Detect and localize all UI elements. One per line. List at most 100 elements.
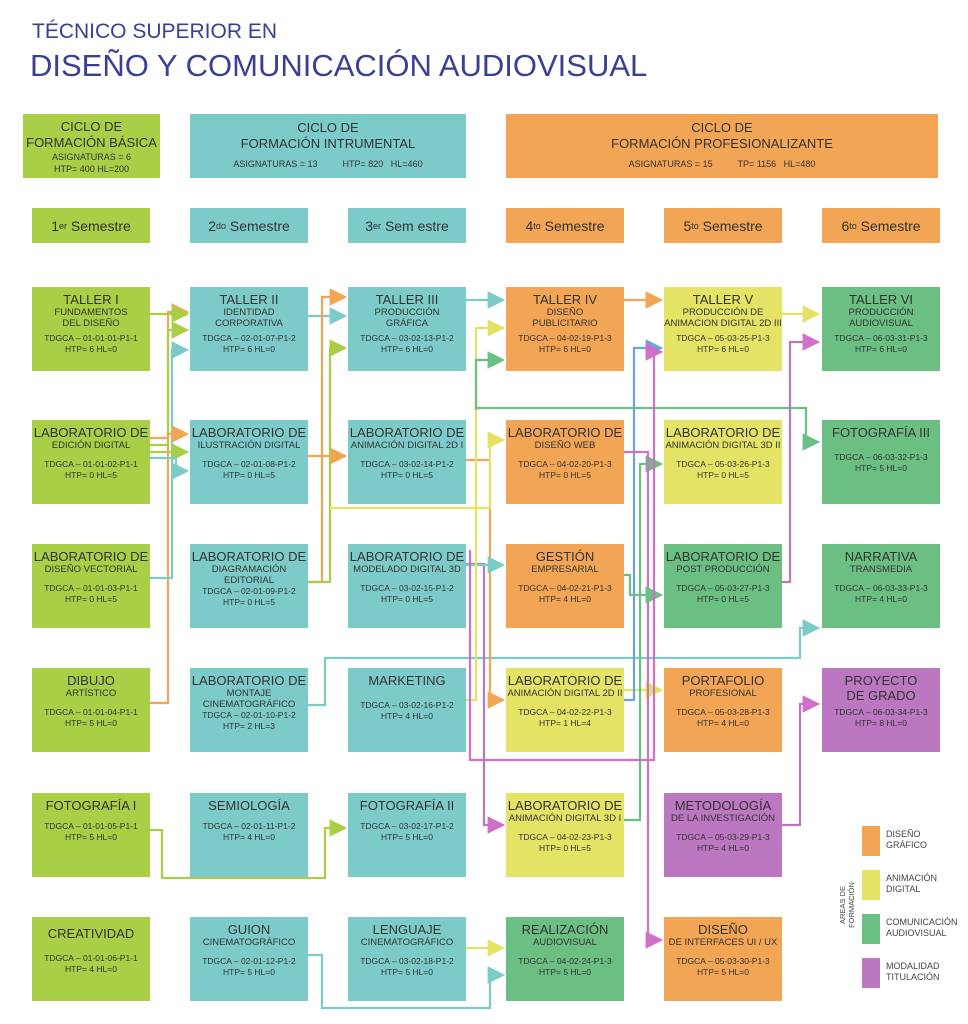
course-subtitle: EDITORIAL	[224, 575, 274, 586]
cycle-name: CICLO DE	[691, 120, 753, 135]
course-hours: HTP= 0 HL=5	[223, 470, 275, 480]
course-box: TALLER I FUNDAMENTOS DEL DISEÑO TDGCA – …	[32, 287, 150, 371]
course-box: TALLER IV DISEÑO PUBLICITARIO TDGCA – 04…	[506, 287, 624, 371]
course-title: FOTOGRAFÍA II	[359, 798, 455, 813]
legend-label-line: TITULACIÓN	[886, 972, 940, 982]
course-subtitle: PUBLICITARIO	[532, 318, 598, 329]
course-code: TDGCA – 02-01-11-P1-2	[202, 821, 296, 831]
course-box: LABORATORIO DE ANIMACIÓN DIGITAL 3D I TD…	[506, 793, 624, 877]
course-hours: HTP= 0 HL=5	[65, 470, 117, 480]
course-hours: HTP= 0 HL=5	[381, 594, 433, 604]
course-title: LABORATORIO DE	[349, 425, 465, 440]
course-box: LABORATORIO DE ILUSTRACIÓN DIGITAL TDGCA…	[190, 420, 308, 504]
course-code: TDGCA – 01-01-05-P1-1	[44, 821, 138, 831]
course-title: LABORATORIO DE	[665, 549, 781, 564]
course-box: NARRATIVA TRANSMEDIA TDGCA – 06-03-33-P1…	[822, 544, 940, 628]
course-hours: HTP= 5 HL=0	[223, 967, 275, 977]
course-title: FOTOGRAFÍA III	[832, 425, 930, 440]
semester-suffix: to	[533, 220, 541, 231]
course-code: TDGCA – 06-03-32-P1-3	[834, 452, 928, 462]
course-subtitle: ANIMACIÓN DIGITAL 2D II	[507, 688, 623, 699]
course-hours: HTP= 5 HL=0	[381, 832, 433, 842]
course-hours: HTP= 5 HL=0	[855, 463, 907, 473]
course-title: TALLER V	[692, 292, 754, 307]
course-hours: HTP= 2 HL=3	[223, 721, 275, 731]
course-code: TDGCA – 02-01-12-P1-2	[202, 956, 296, 966]
course-code: TDGCA – 01-01-01-P1-1	[44, 333, 138, 343]
course-code: TDGCA – 04-02-24-P1-3	[518, 956, 612, 966]
semester-suffix: to	[691, 220, 699, 231]
course-code: TDGCA – 03-02-18-P1-2	[360, 956, 454, 966]
course-subtitle: ARTÍSTICO	[65, 688, 117, 699]
course-hours: HTP= 4 HL=0	[539, 594, 591, 604]
arrow-modelado-anim3d	[466, 562, 506, 834]
course-subtitle: EMPRESARIAL	[531, 564, 599, 575]
course-box: LABORATORIO DE ANIMACIÓN DIGITAL 2D II T…	[506, 668, 624, 752]
semester-label: Semestre	[544, 217, 605, 234]
arrow-anim2dii-taller5	[624, 339, 664, 702]
course-subtitle: ANIMACION DIGITAL 2D III	[664, 318, 782, 329]
course-hours: HTP= 0 HL=5	[539, 843, 591, 853]
legend-label-line: DIGITAL	[886, 884, 921, 894]
course-box: REALIZACIÓN AUDIOVISUAL TDGCA – 04-02-24…	[506, 917, 624, 1001]
semester-label: Sem estre	[384, 217, 449, 234]
arrow-anim3d-anim3dii	[624, 455, 664, 822]
course-hours: HTP= 0 HL=5	[381, 470, 433, 480]
course-title: TALLER III	[375, 292, 439, 307]
cycle-name: FORMACIÓN PROFESIONALIZANTE	[611, 136, 833, 151]
semester-suffix: to	[849, 220, 857, 231]
course-subtitle: IDENTIDAD	[223, 307, 275, 318]
arrow-edicion-taller2	[150, 321, 190, 447]
semester-number: 6	[841, 217, 850, 234]
course-subtitle: CINEMATOGRÁFICO	[360, 937, 454, 948]
course-box: MARKETING TDGCA – 03-02-16-P1-2 HTP= 4 H…	[348, 668, 466, 752]
course-box: FOTOGRAFÍA III TDGCA – 06-03-32-P1-3 HTP…	[822, 420, 940, 504]
course-code: TDGCA – 05-03-29-P1-3	[676, 832, 770, 842]
cycle-name: FORMACIÓN BÁSICA	[26, 135, 157, 150]
arrow-metodologia-proyecto	[782, 695, 821, 827]
cycle-instrumental: CICLO DE FORMACIÓN INTRUMENTAL ASIGNATUR…	[190, 114, 466, 178]
page-subtitle: TÉCNICO SUPERIOR EN	[32, 20, 278, 43]
course-subtitle: PRODUCCIÓN	[374, 307, 440, 318]
course-box: LABORATORIO DE DISEÑO WEB TDGCA – 04-02-…	[506, 420, 624, 504]
course-box: GUION CINEMATOGRÁFICO TDGCA – 02-01-12-P…	[190, 917, 308, 1001]
course-code: TDGCA – 03-02-17-P1-2	[360, 821, 454, 831]
course-title: TALLER VI	[848, 292, 914, 307]
course-box: SEMIOLOGÍA TDGCA – 02-01-11-P1-2 HTP= 4 …	[190, 793, 308, 877]
cycle-stats: ASIGNATURAS = 15 TP= 1156 HL=480	[628, 159, 816, 169]
course-subtitle: DISEÑO	[546, 307, 584, 318]
course-hours: HTP= 5 HL=0	[697, 967, 749, 977]
course-hours: HTP= 8 HL=0	[855, 718, 907, 728]
cycle-basic: CICLO DE FORMACIÓN BÁSICA ASIGNATURAS = …	[23, 114, 160, 178]
semester-label: Semestre	[229, 217, 290, 234]
course-hours: HTP= 5 HL=0	[539, 967, 591, 977]
semester-label: Semestre	[702, 217, 763, 234]
course-hours: HTP= 0 HL=5	[697, 594, 749, 604]
course-box: CREATIVIDAD TDGCA – 01-01-06-P1-1 HTP= 4…	[32, 917, 150, 1001]
course-code: TDGCA – 04-02-21-P1-3	[518, 583, 612, 593]
semester-suffix: er	[58, 220, 67, 231]
cycle-stats: ASIGNATURAS = 13 HTP= 820 HL=460	[233, 159, 423, 169]
course-code: TDGCA – 03-02-13-P1-2	[360, 333, 454, 343]
course-subtitle: AUDIOVISUAL	[849, 318, 913, 329]
course-subtitle: DEL DISEÑO	[62, 318, 120, 329]
cycle-stats: HTP= 400 HL=200	[53, 164, 130, 174]
course-hours: HTP= 0 HL=5	[539, 470, 591, 480]
course-hours: HTP= 6 HL=0	[381, 344, 433, 354]
legend-swatch-animacion	[862, 870, 880, 900]
course-subtitle: GRÁFICA	[385, 318, 429, 329]
arrow-foto3	[476, 406, 821, 451]
arrow-gestion-post	[624, 573, 664, 604]
course-title: DE GRADO	[846, 688, 916, 703]
course-subtitle: FUNDAMENTOS	[54, 307, 128, 318]
cycle-professional: CICLO DE FORMACIÓN PROFESIONALIZANTE ASI…	[506, 114, 938, 178]
course-subtitle: DE INTERFACES UI / UX	[668, 937, 778, 948]
semester-number: 4	[525, 217, 534, 234]
